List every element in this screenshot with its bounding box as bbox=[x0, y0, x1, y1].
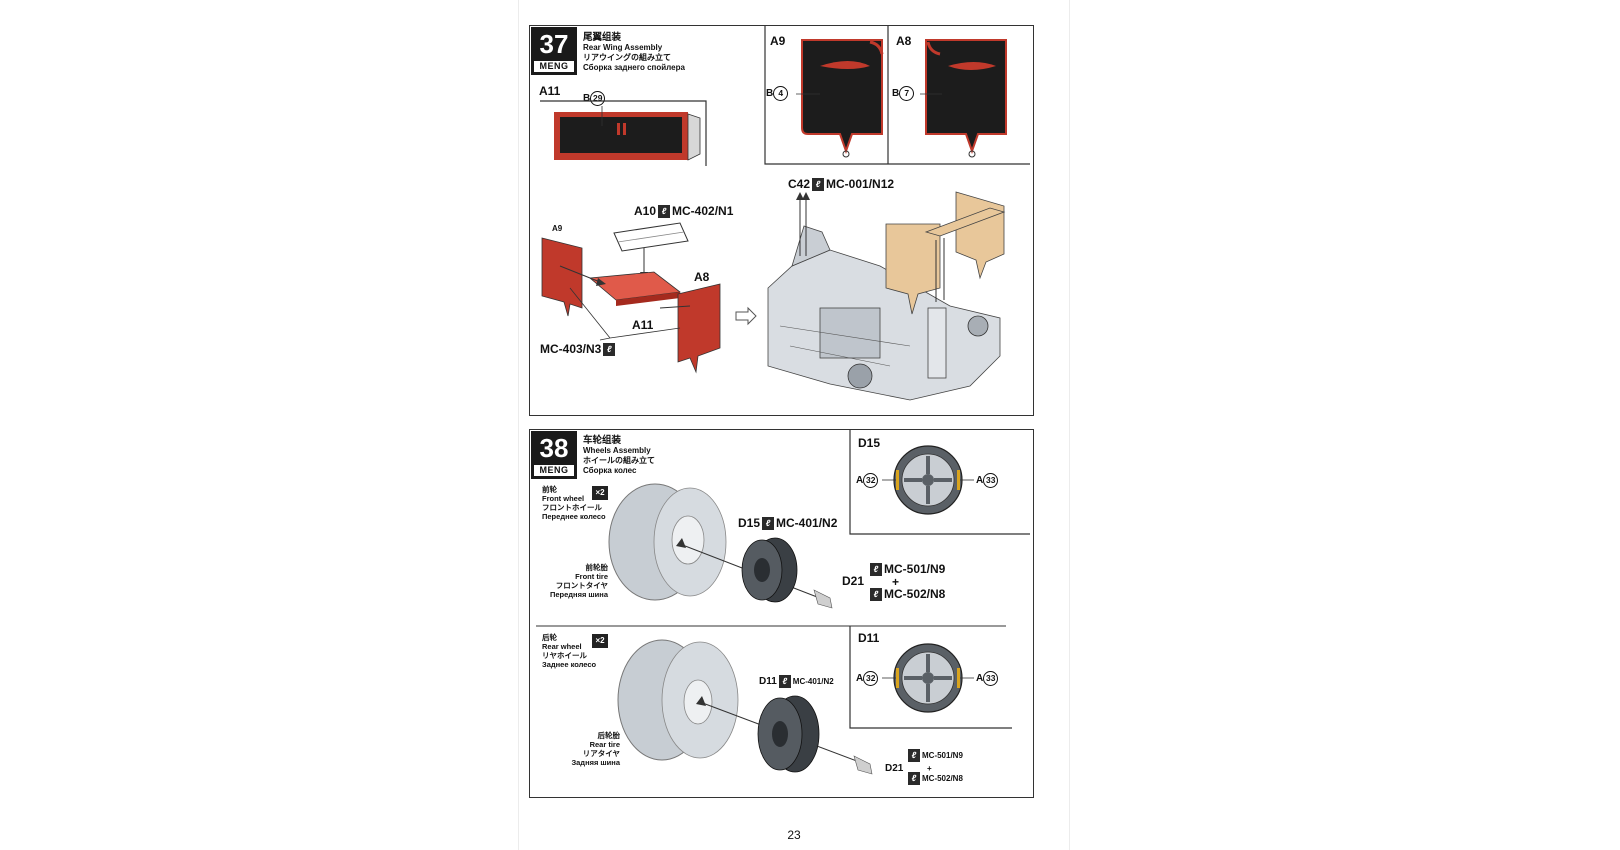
rear-tire-caption: 后轮胎 Rear tire リアタイヤ Задняя шина bbox=[571, 731, 620, 767]
step-number: 38 bbox=[539, 433, 569, 463]
brand-logo: MENG bbox=[534, 465, 574, 476]
a11-detail-drawing bbox=[540, 100, 707, 166]
front-wheel-caption: 前轮 Front wheel フロントホイール Переднее колесо bbox=[542, 485, 606, 521]
paint-icon: ℓ bbox=[658, 205, 671, 219]
instruction-sheet: 37 MENG 尾翼组装 Rear Wing Assembly リアウイングの組… bbox=[518, 0, 1070, 850]
step-37-badge: 37 MENG bbox=[531, 27, 577, 75]
d15-detail-label: D15 bbox=[858, 436, 881, 450]
a11-detail-label: A11 bbox=[539, 84, 561, 98]
step-38-title: 车轮组装 Wheels Assembly ホイールの組み立て Сборка ко… bbox=[583, 435, 655, 476]
rear-nut-plus: + bbox=[927, 764, 932, 773]
step-number: 37 bbox=[539, 29, 569, 59]
rear-wheel-drawing bbox=[617, 639, 873, 775]
front-qty-badge: ×2 bbox=[592, 486, 608, 500]
front-nut-plus: + bbox=[892, 575, 900, 589]
a8-detail-label: A8 bbox=[896, 34, 912, 48]
d15-detail-box bbox=[849, 430, 1030, 535]
rear-qty-badge: ×2 bbox=[592, 634, 608, 648]
front-tire-caption: 前轮胎 Front tire フロントタイヤ Передняя шина bbox=[549, 563, 608, 599]
rear-wing-subassembly bbox=[541, 222, 757, 374]
paint-icon: ℓ bbox=[870, 563, 882, 577]
d11-detail-box bbox=[849, 626, 1012, 729]
paint-icon: ℓ bbox=[762, 517, 775, 531]
rear-nut-label: D21 bbox=[885, 763, 904, 774]
a9-assembly-label: A9 bbox=[552, 224, 563, 233]
paint-icon: ℓ bbox=[908, 749, 920, 763]
paint-icon: ℓ bbox=[870, 588, 882, 602]
page-number: 23 bbox=[787, 828, 801, 842]
glue-icon: ℓ bbox=[603, 343, 616, 357]
step-38-badge: 38 MENG bbox=[531, 431, 577, 479]
front-nut-label: D21 bbox=[842, 574, 865, 588]
paint-icon: ℓ bbox=[908, 772, 920, 786]
rear-wheel-caption: 后轮 Rear wheel リヤホイール Заднее колесо bbox=[542, 633, 597, 669]
paint-icon: ℓ bbox=[778, 675, 791, 688]
step-37-title: 尾翼组装 Rear Wing Assembly リアウイングの組み立て Сбор… bbox=[583, 32, 685, 73]
a9-a8-detail-box bbox=[764, 26, 1030, 165]
a8-assembly-label: A8 bbox=[694, 270, 710, 284]
step-37-panel: 37 MENG 尾翼组装 Rear Wing Assembly リアウイングの組… bbox=[529, 25, 1034, 416]
step-38-panel: 38 MENG 车轮组装 Wheels Assembly ホイールの組み立て С… bbox=[529, 429, 1034, 798]
front-wheel-drawing bbox=[608, 483, 833, 609]
car-chassis-drawing bbox=[767, 191, 1006, 401]
front-rear-divider bbox=[536, 625, 1006, 627]
a9-detail-label: A9 bbox=[770, 34, 786, 48]
brand-logo: MENG bbox=[534, 61, 574, 72]
paint-icon: ℓ bbox=[812, 178, 825, 192]
d11-detail-label: D11 bbox=[858, 631, 880, 645]
a11-assembly-label: A11 bbox=[632, 318, 654, 332]
